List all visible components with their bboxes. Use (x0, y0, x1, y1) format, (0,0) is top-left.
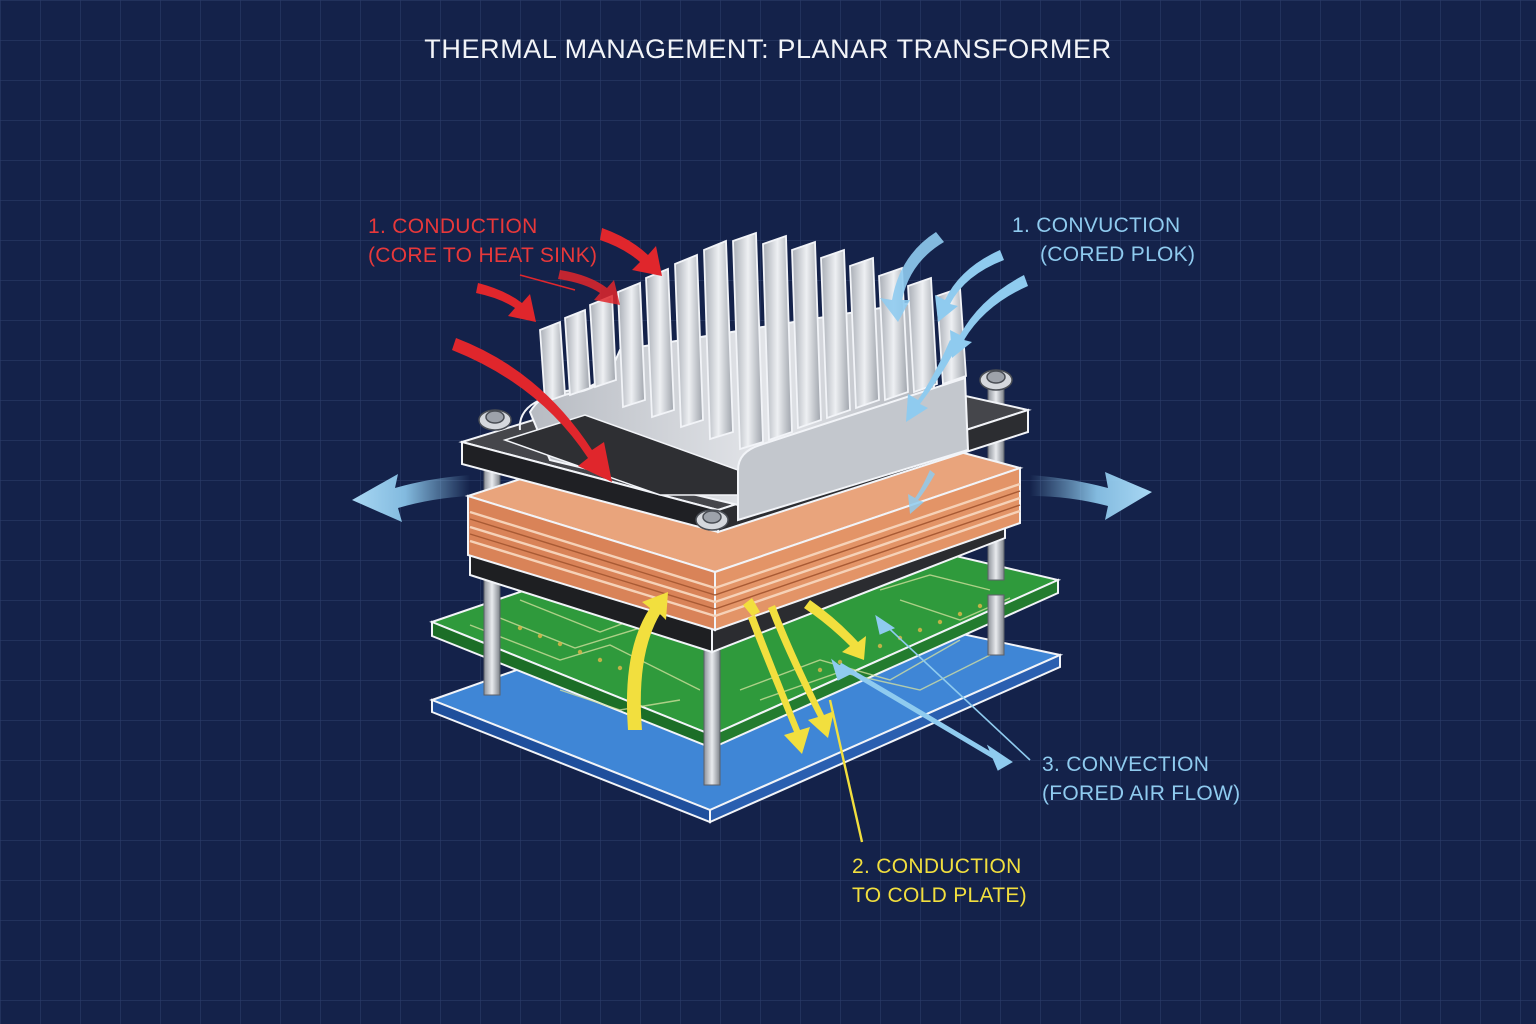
label-line-1: 1. CONDUCTION (368, 215, 538, 238)
heat-flow-arrow-icon (452, 228, 662, 482)
label-line-2: (CORE TO HEAT SINK) (368, 244, 598, 267)
label-conduction-heat-sink: 1. CONDUCTION (CORE TO HEAT SINK) (368, 212, 597, 270)
label-line-1: 1. CONVUCTION (1012, 214, 1181, 237)
air-flow-arrow-icon (880, 232, 1028, 514)
heat-flow-arrow-icon (626, 592, 866, 754)
label-line-2: (FORED AIR FLOW) (1042, 782, 1241, 805)
label-line-1: 3. CONVECTION (1042, 753, 1210, 776)
label-line-2: TO COLD PLATE) (852, 884, 1027, 907)
label-conduction-cold-plate: 2. CONDUCTION TO COLD PLATE) (852, 852, 1027, 910)
label-convection-forced-air: 3. CONVECTION (FORED AIR FLOW) (1042, 750, 1240, 808)
label-convection-top: 1. CONVUCTION (CORED PLOK) (1012, 211, 1195, 269)
air-flow-arrow-icon (352, 472, 1152, 522)
label-line-1: 2. CONDUCTION (852, 855, 1022, 878)
bolt-heads (478, 369, 1013, 531)
diagram-title: THERMAL MANAGEMENT: PLANAR TRANSFORMER (424, 34, 1112, 64)
label-line-2: (CORED PLOK) (1040, 243, 1196, 266)
heat-sink (502, 231, 970, 522)
leader-lines (519, 274, 1031, 843)
